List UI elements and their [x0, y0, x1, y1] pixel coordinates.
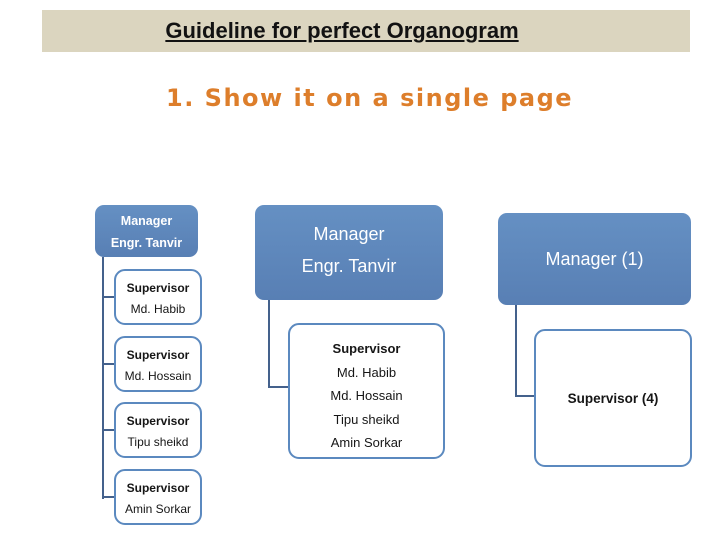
manager-node: Manager Engr. Tanvir: [95, 205, 198, 257]
slide-subtitle: 1. Show it on a single page: [166, 84, 574, 112]
supervisor-name: Md. Hossain: [124, 369, 192, 383]
connector-trunk: [515, 305, 517, 397]
connector-elbow: [102, 429, 115, 431]
supervisors-group-node: Supervisor Md. Habib Md. Hossain Tipu sh…: [288, 323, 445, 459]
supervisor-role: Supervisor: [126, 281, 190, 295]
supervisor-count-node: Supervisor (4): [534, 329, 692, 467]
manager-node: Manager Engr. Tanvir: [255, 205, 443, 300]
supervisor-name: Md. Habib: [130, 302, 186, 316]
supervisor-name: Md. Habib: [336, 364, 397, 380]
supervisor-role: Supervisor: [126, 348, 190, 362]
manager-count-label: Manager (1): [545, 248, 644, 269]
supervisor-name: Tipu sheikd: [127, 435, 189, 449]
connector-trunk: [268, 300, 270, 388]
supervisor-node: Supervisor Md. Habib: [114, 269, 202, 325]
connector-trunk: [102, 257, 104, 499]
manager-count-node: Manager (1): [498, 213, 691, 305]
supervisor-node: Supervisor Amin Sorkar: [114, 469, 202, 525]
connector-elbow: [102, 363, 115, 365]
manager-role: Manager: [313, 224, 385, 244]
manager-name: Engr. Tanvir: [110, 236, 183, 250]
connector-elbow: [102, 496, 115, 498]
supervisor-role: Supervisor: [126, 481, 190, 495]
supervisor-name: Md. Hossain: [330, 388, 403, 403]
supervisor-name: Amin Sorkar: [124, 502, 192, 516]
supervisor-role: Supervisor: [332, 341, 401, 356]
connector-elbow: [268, 386, 290, 388]
supervisor-count-label: Supervisor (4): [567, 390, 659, 406]
connector-elbow: [515, 395, 536, 397]
supervisor-role: Supervisor: [126, 414, 190, 428]
connector-elbow: [102, 296, 115, 298]
manager-role: Manager: [120, 214, 173, 228]
supervisor-node: Supervisor Md. Hossain: [114, 336, 202, 392]
manager-name: Engr. Tanvir: [301, 256, 397, 276]
supervisor-node: Supervisor Tipu sheikd: [114, 402, 202, 458]
supervisor-name: Amin Sorkar: [330, 435, 403, 450]
title-bar: Guideline for perfect Organogram: [42, 10, 690, 52]
supervisor-name: Tipu sheikd: [333, 411, 400, 427]
slide-title: Guideline for perfect Organogram: [165, 18, 519, 43]
